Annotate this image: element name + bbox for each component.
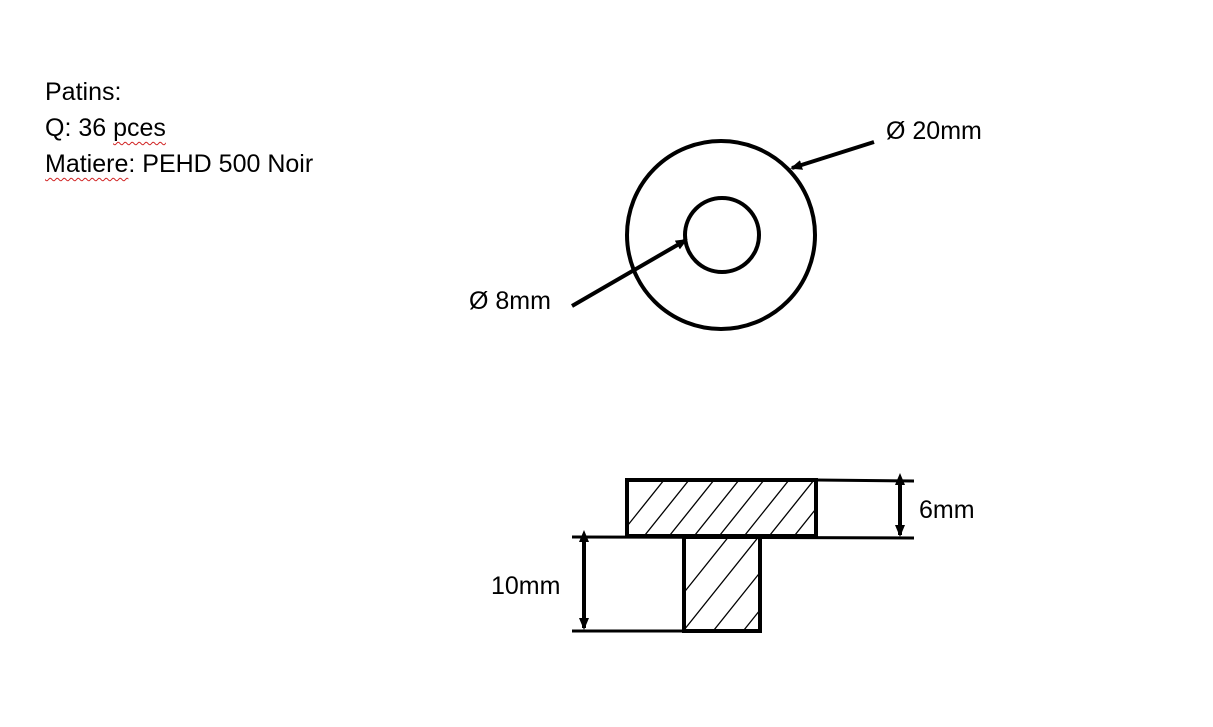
- spec-material: Matiere: PEHD 500 Noir: [45, 146, 313, 182]
- inner-circle: [683, 196, 761, 274]
- outer-circle: [625, 139, 817, 331]
- material-value: : PEHD 500 Noir: [128, 150, 314, 178]
- total-height-label: 10mm: [491, 572, 561, 600]
- flange-hatching: [627, 480, 816, 536]
- inner-diameter-leader: [570, 238, 688, 308]
- section-view: [571, 473, 915, 633]
- quantity-unit: pces: [113, 114, 166, 142]
- outer-diameter-leader: [790, 140, 875, 170]
- top-view: [570, 139, 875, 331]
- spec-quantity: Q: 36 pces: [45, 110, 313, 146]
- flange-thickness-label: 6mm: [919, 496, 975, 524]
- material-key: Matiere: [45, 150, 129, 178]
- inner-diameter-label: Ø 8mm: [469, 287, 551, 315]
- flange-outline: [625, 478, 818, 538]
- extension-line-top: [815, 478, 915, 483]
- outer-diameter-label: Ø 20mm: [886, 117, 982, 145]
- stem-outline: [682, 535, 762, 633]
- spec-block: Patins: Q: 36 pces Matiere: PEHD 500 Noi…: [45, 74, 313, 182]
- stem-hatching: [684, 537, 760, 631]
- quantity-label: Q: 36: [45, 114, 114, 142]
- spec-title: Patins:: [45, 78, 122, 106]
- extension-line-middle: [571, 535, 915, 540]
